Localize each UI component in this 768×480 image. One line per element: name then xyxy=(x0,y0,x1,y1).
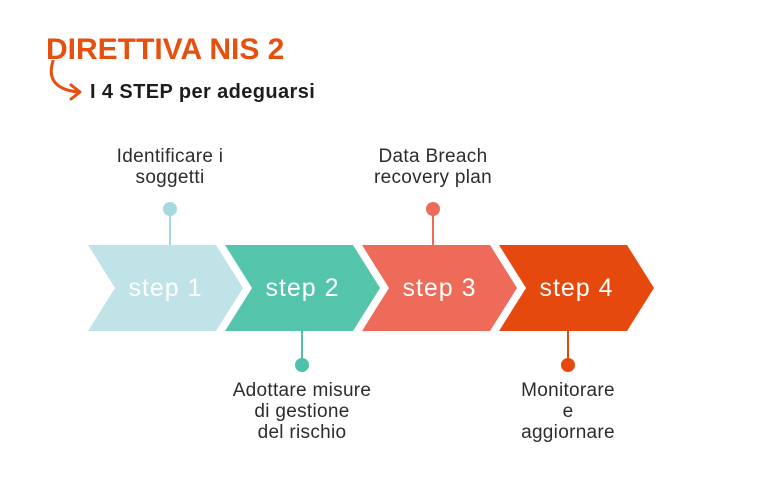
step-2-label: step 2 xyxy=(265,273,340,302)
page-title: DIRETTIVA NIS 2 xyxy=(46,33,285,66)
step-1-connector-line xyxy=(169,209,171,246)
step-4-annotation: Monitorare e aggiornare xyxy=(521,380,615,443)
step-2-connector-line xyxy=(301,331,303,365)
step-1-connector-dot xyxy=(163,202,177,216)
step-2-annotation: Adottare misure di gestione del rischio xyxy=(232,380,372,443)
step-3-chevron: step 3 xyxy=(362,245,517,331)
step-4-connector-dot xyxy=(561,358,575,372)
step-4-label: step 4 xyxy=(539,273,614,302)
step-1-chevron: step 1 xyxy=(88,245,243,331)
step-1-label: step 1 xyxy=(128,273,203,302)
step-3-connector-line xyxy=(432,209,434,246)
step-3-annotation: Data Breach recovery plan xyxy=(374,146,492,188)
step-2-connector-dot xyxy=(295,358,309,372)
step-2-chevron: step 2 xyxy=(225,245,380,331)
subtitle: I 4 STEP per adeguarsi xyxy=(90,81,316,103)
step-4-chevron: step 4 xyxy=(499,245,654,331)
step-3-connector-dot xyxy=(426,202,440,216)
step-1-annotation: Identificare i soggetti xyxy=(116,146,224,188)
step-4-connector-line xyxy=(567,331,569,365)
curved-arrow-icon xyxy=(49,60,82,101)
step-3-label: step 3 xyxy=(402,273,477,302)
